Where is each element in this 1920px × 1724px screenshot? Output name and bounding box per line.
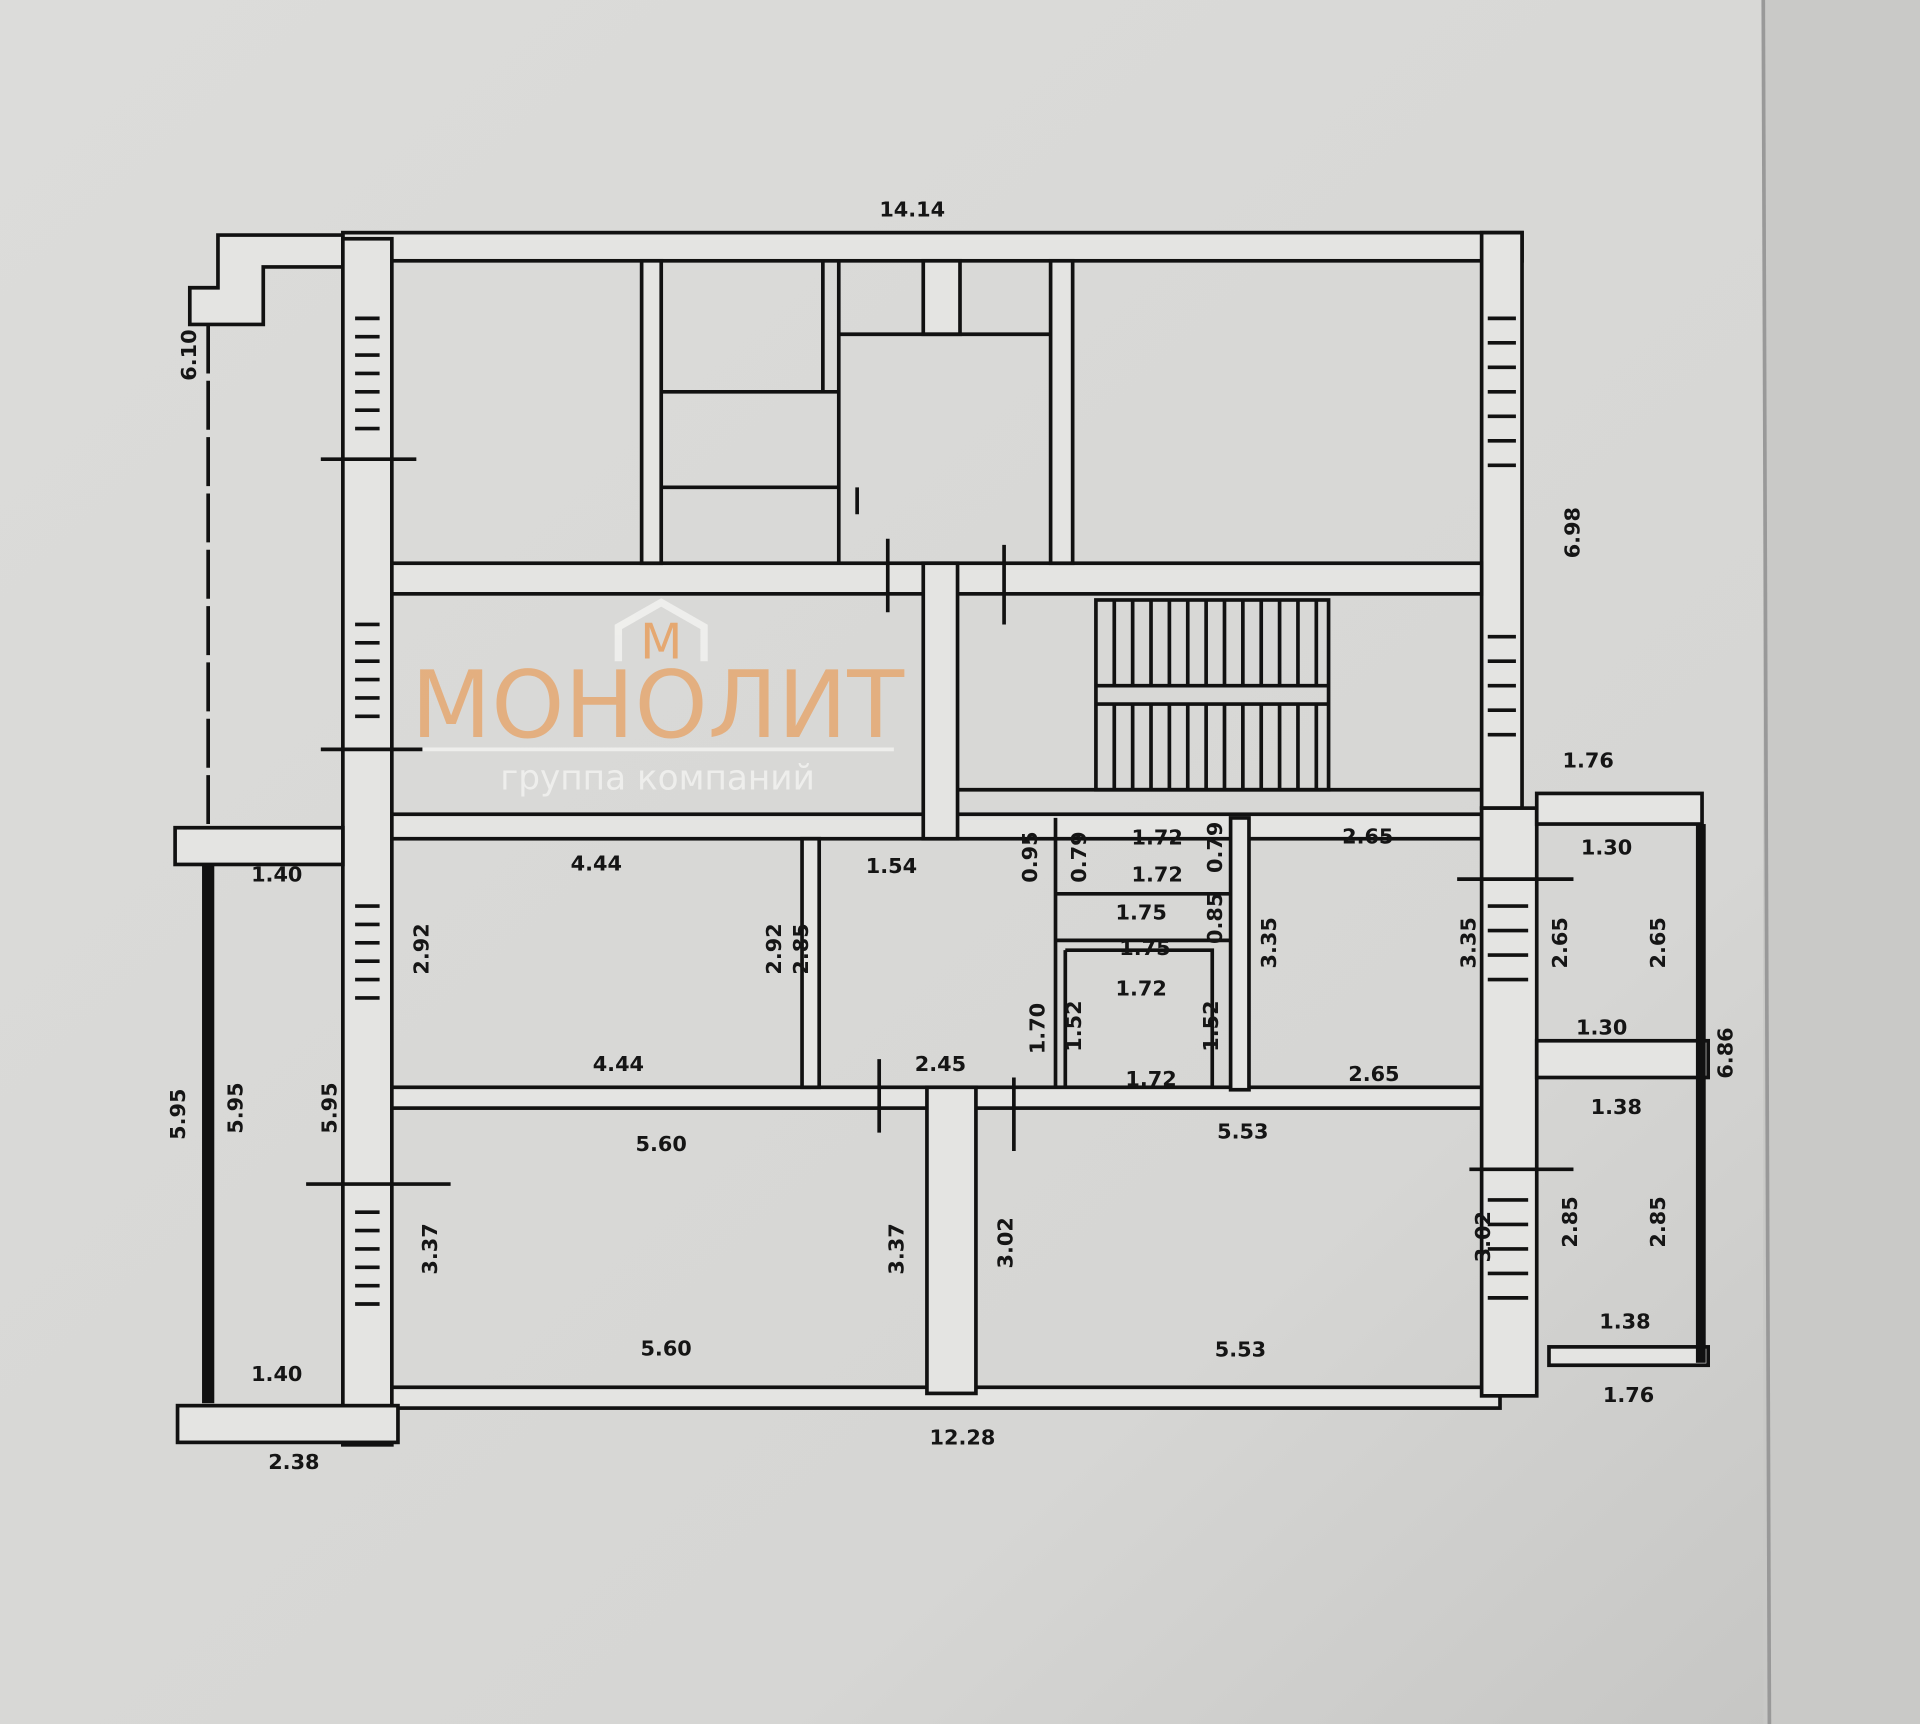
dim-left-balcony-height: 6.10 [177,329,201,380]
watermark-brand: МОНОЛИТ [411,651,905,759]
dim-room-b-left: 3.35 [1257,917,1281,968]
dim-hall-top: 1.54 [866,854,917,878]
dim-balc2-top: 1.38 [1591,1095,1642,1119]
watermark-house-icon [614,598,708,662]
dim-loggia-h3: 5.95 [318,1082,342,1133]
dim-corr-right: 0.85 [1203,893,1227,944]
dim-wc1-bottom: 1.72 [1131,862,1182,886]
dim-room-b-top: 2.65 [1342,825,1393,849]
watermark-tagline: группа компаний [500,759,815,799]
dim-room-a-bottom: 4.44 [593,1052,644,1076]
dim-room-d-left: 3.02 [994,1217,1018,1268]
dim-hall-door: 0.95 [1018,831,1042,882]
dim-bath-bottom: 1.72 [1125,1067,1176,1091]
dim-balc1-bottom: 1.30 [1576,1016,1627,1040]
dim-balc2-left: 2.85 [1558,1196,1582,1247]
dim-right-upper: 6.98 [1560,507,1584,558]
dim-room-a-top: 4.44 [571,851,622,875]
dim-room-d-right: 3.02 [1471,1211,1495,1262]
dim-loggia-top: 1.40 [251,862,302,886]
dim-room-d-bottom: 5.53 [1215,1338,1266,1362]
dim-right-balcony-top: 1.76 [1563,749,1614,773]
dim-room-c-left: 3.37 [418,1223,442,1274]
dim-room-b-bottom: 2.65 [1348,1062,1399,1086]
dim-wc1-right: 0.79 [1203,822,1227,873]
dimension-labels: 14.14 12.28 2.38 6.10 6.98 6.86 1.76 1.7… [166,198,1738,1475]
dim-room-a-left: 2.92 [409,923,433,974]
dim-balc1-top: 1.30 [1581,836,1632,860]
dim-bath-top: 1.72 [1116,976,1167,1000]
dim-bath-left: 1.52 [1062,1000,1086,1051]
dim-loggia-bottom: 1.40 [251,1362,302,1386]
dim-loggia-h1: 5.95 [166,1089,190,1140]
dim-bath-right: 1.52 [1199,1000,1223,1051]
dim-room-a-right: 2.92 [762,923,786,974]
dim-corr-top: 1.75 [1116,900,1167,924]
dim-loggia-h2: 5.95 [223,1082,247,1133]
watermark-logo-letter: М [640,614,682,671]
dim-wc1-left: 0.79 [1067,831,1091,882]
dim-hall-right: 1.70 [1025,1003,1049,1054]
dim-hall-left: 2.85 [789,923,813,974]
dim-balc1-right: 2.65 [1646,917,1670,968]
dim-room-c-top: 5.60 [636,1132,687,1156]
paper-edge-shadow [1763,0,1920,1724]
dim-corr-bottom: 1.75 [1119,936,1170,960]
dim-balc1-left: 2.65 [1548,917,1572,968]
dim-hall-bottom: 2.45 [915,1052,966,1076]
watermark: М МОНОЛИТ группа компаний [411,598,905,799]
dim-room-d-top: 5.53 [1217,1120,1268,1144]
dim-balc2-right: 2.85 [1646,1196,1670,1247]
dim-room-c-right: 3.37 [885,1223,909,1274]
dim-room-c-bottom: 5.60 [640,1336,691,1360]
dim-bottom-total: 12.28 [930,1426,996,1450]
staircase [1094,598,1331,792]
dim-right-balcony-height: 6.86 [1714,1027,1738,1078]
dim-wc1-top: 1.72 [1131,826,1182,850]
dim-left-bottom: 2.38 [268,1450,319,1474]
dim-top-total: 14.14 [879,198,945,222]
dim-right-balcony-bottom: 1.76 [1603,1383,1654,1407]
walls [173,230,1711,1447]
dim-room-b-right: 3.35 [1456,917,1480,968]
dim-balc2-bottom: 1.38 [1599,1309,1650,1333]
